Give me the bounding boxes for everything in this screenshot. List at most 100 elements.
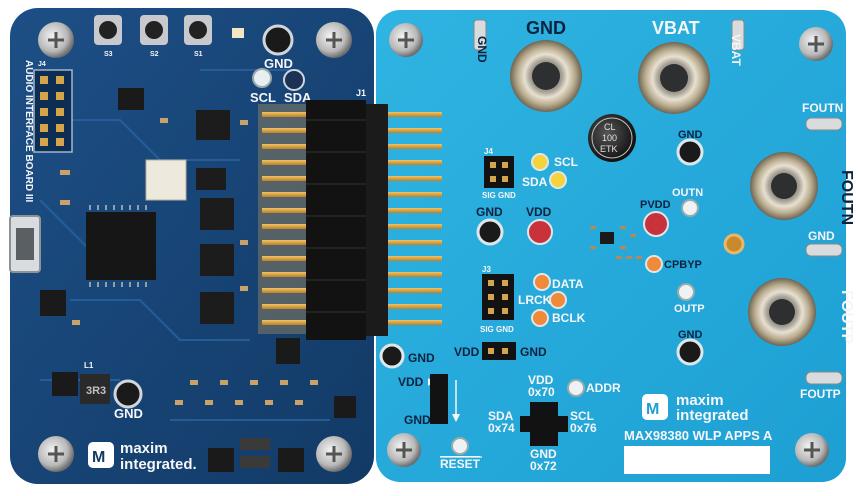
scl-label: SCL xyxy=(554,155,578,169)
vdd-label: VDD xyxy=(398,375,424,389)
addr-value: 0x74 xyxy=(488,421,515,435)
test-point-icon xyxy=(113,379,143,409)
gnd-label: GND xyxy=(264,56,293,71)
gnd-label: GND xyxy=(476,205,503,219)
sig-gnd-label: SIG GND xyxy=(482,191,516,200)
foutn-label: FOUTN xyxy=(838,170,855,225)
addr-label: ADDR xyxy=(586,381,621,395)
header-body xyxy=(306,100,366,340)
gnd-label: GND xyxy=(404,413,431,427)
data-label: DATA xyxy=(552,277,584,291)
gnd-label: GND xyxy=(530,447,557,461)
switch-label: S3 xyxy=(104,51,113,58)
test-point-icon xyxy=(645,255,663,273)
vdd-label: VDD xyxy=(528,373,554,387)
pin-header xyxy=(482,274,514,320)
terminal-post xyxy=(473,19,487,51)
max98380-apps-board: GND VBAT GND VBAT CL 100 ETK FOUTN FOUTN… xyxy=(366,10,855,482)
test-point-icon xyxy=(643,211,669,237)
vbat-label: VBAT xyxy=(652,18,700,38)
test-point-icon xyxy=(531,153,549,171)
test-point-icon xyxy=(549,171,567,189)
terminal-post xyxy=(805,371,843,385)
cpbyp-label: CPBYP xyxy=(664,259,702,271)
jumper xyxy=(430,374,448,424)
bclk-label: BCLK xyxy=(552,311,586,325)
scl-label: SCL xyxy=(250,90,276,105)
test-point-icon xyxy=(476,218,504,246)
addr-value: 0x70 xyxy=(528,385,555,399)
outp-label: OUTP xyxy=(674,303,705,315)
sda-label: SDA xyxy=(488,409,514,423)
cap-text: 100 xyxy=(602,133,617,143)
audio-interface-board: S3 S2 S1 GND SCL SDA J4 AUDIO INTERFACE … xyxy=(9,8,374,484)
reset-label: RESET xyxy=(440,457,481,471)
j4-label: J4 xyxy=(38,61,46,68)
inductor xyxy=(80,374,110,404)
inductor-label: 3R3 xyxy=(86,385,106,397)
maxim-logo: M maxim integrated xyxy=(642,392,749,424)
logo-text: integrated xyxy=(676,407,749,424)
gnd-label: GND xyxy=(520,345,547,359)
l1-label: L1 xyxy=(84,361,94,370)
j4-label: J4 xyxy=(484,147,493,156)
electrolytic-capacitor: CL 100 ETK xyxy=(588,114,636,162)
j1-label: J1 xyxy=(356,88,366,98)
cap-text: ETK xyxy=(600,144,618,154)
microcontroller-chip xyxy=(86,212,156,280)
left-pcb xyxy=(10,8,374,484)
test-point-icon xyxy=(252,68,272,88)
board-title: AUDIO INTERFACE BOARD III xyxy=(23,60,34,202)
test-point-icon xyxy=(527,219,553,245)
board-title: MAX98380 WLP APPS A xyxy=(624,428,773,443)
pin-header xyxy=(33,69,73,153)
foutp-post-label: FOUTP xyxy=(800,387,841,401)
logo-text: integrated. xyxy=(120,456,197,473)
chips xyxy=(40,88,356,472)
terminal-post xyxy=(805,117,843,131)
vbat-post-label: VBAT xyxy=(729,34,743,66)
gnd-label: GND xyxy=(808,229,835,243)
test-point-icon xyxy=(681,199,699,217)
gnd-label: GND xyxy=(526,18,566,38)
pvdd-label: PVDD xyxy=(640,199,671,211)
scl-label: SCL xyxy=(570,409,594,423)
sda-label: SDA xyxy=(522,175,548,189)
vdd-label: VDD xyxy=(526,205,552,219)
test-point-icon xyxy=(283,69,305,91)
j3-label: J3 xyxy=(482,265,491,274)
foutn-post-label: FOUTN xyxy=(802,101,843,115)
device-under-test-area xyxy=(590,226,642,259)
switch-label: S1 xyxy=(194,51,203,58)
svg-text:M: M xyxy=(646,401,659,418)
terminal-post xyxy=(805,243,843,257)
test-point-icon xyxy=(567,379,585,397)
logo-text: maxim xyxy=(676,392,724,409)
svg-text:M: M xyxy=(92,449,105,466)
led-icon xyxy=(232,28,244,38)
pin-header xyxy=(482,342,516,360)
logo-text: maxim xyxy=(120,440,168,457)
test-point-icon xyxy=(262,24,294,56)
test-point-icon xyxy=(676,138,704,166)
sda-label: SDA xyxy=(284,90,312,105)
vdd-label: VDD xyxy=(454,345,480,359)
test-point-icon xyxy=(677,283,695,301)
foutp-label: FOUTP xyxy=(838,290,855,345)
gnd-label: GND xyxy=(408,351,435,365)
terminal-post xyxy=(731,19,745,51)
addr-value: 0x76 xyxy=(570,421,597,435)
mounting-hole xyxy=(723,233,745,255)
maxim-logo: M maxim integrated. xyxy=(88,440,197,473)
connector xyxy=(145,159,187,201)
push-buttons: S3 S2 S1 xyxy=(94,15,212,58)
test-point-icon xyxy=(379,343,405,369)
gnd-label: GND xyxy=(678,129,703,141)
gnd-label: GND xyxy=(114,406,143,421)
test-point-icon xyxy=(676,338,704,366)
right-pcb xyxy=(376,10,846,482)
test-point-icon xyxy=(451,437,469,455)
lrck-label: LRCK xyxy=(518,293,552,307)
